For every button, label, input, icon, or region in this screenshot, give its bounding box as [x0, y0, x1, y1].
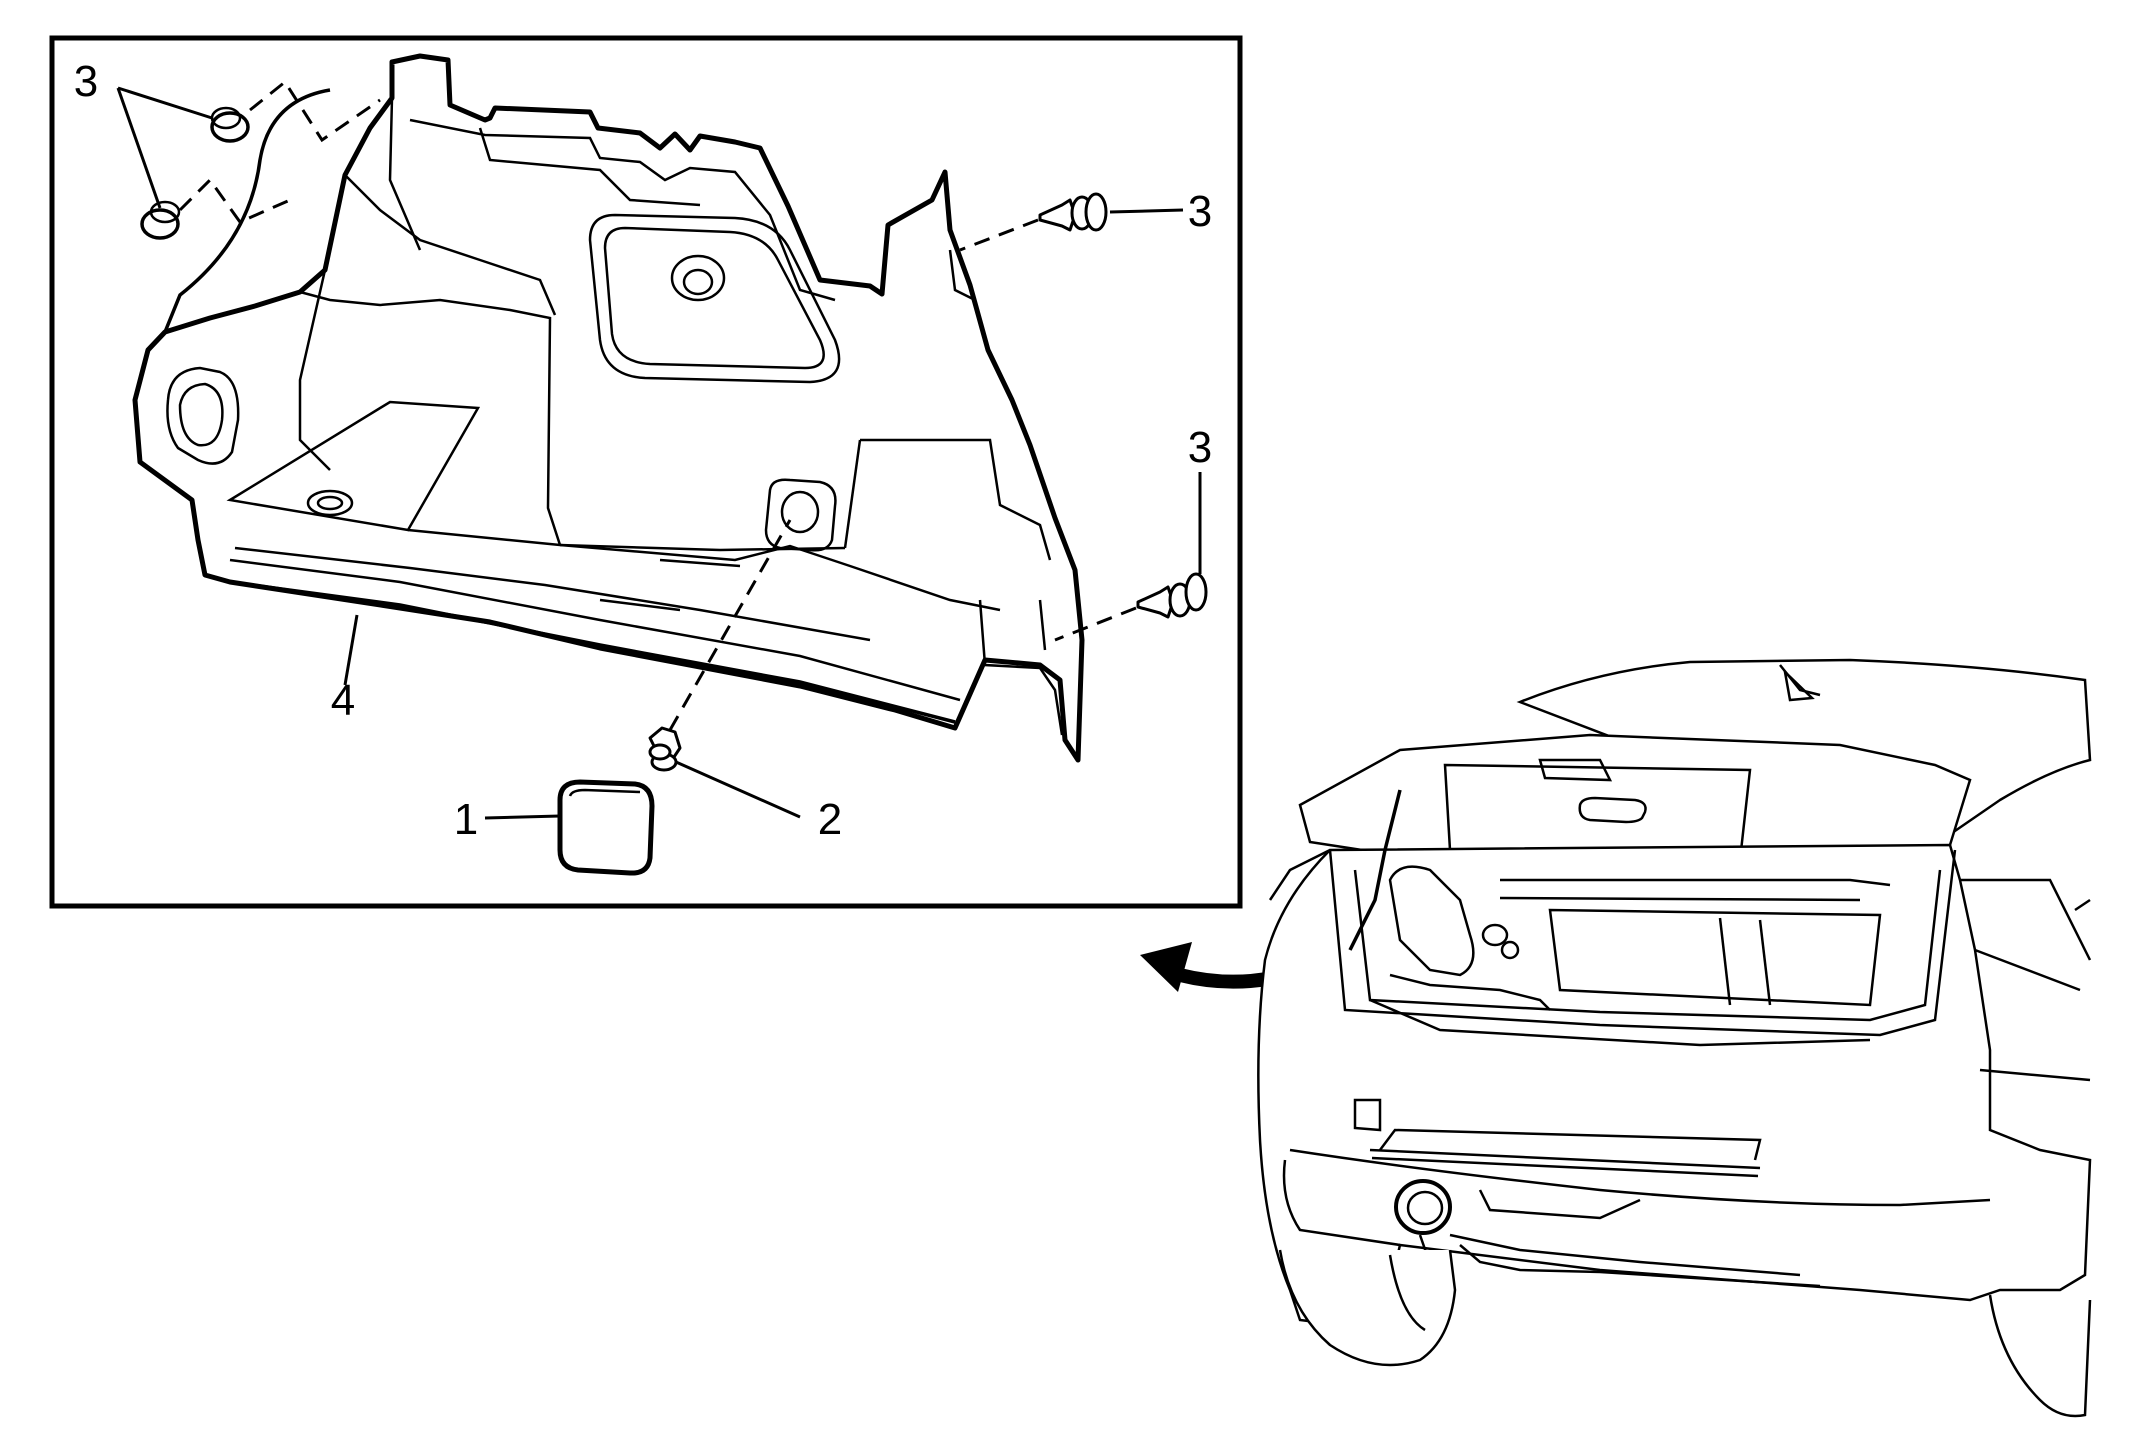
- callout-label-3-right-upper: 3: [1188, 187, 1212, 236]
- callout-label-3-upper-left: 3: [74, 57, 98, 106]
- access-cover: [557, 779, 655, 876]
- push-pin-fastener-upper-left-2: [140, 200, 181, 240]
- callout-label-2: 2: [818, 795, 842, 844]
- push-pin-fastener-right-lower: [1136, 572, 1208, 619]
- callout-label-3-right-lower: 3: [1188, 423, 1212, 472]
- install-line-clip: [668, 519, 792, 731]
- install-line-right-lower: [1054, 606, 1137, 642]
- leader-3a-2: [116, 87, 162, 209]
- trunk-side-trim-panel: [132, 53, 1085, 763]
- push-pin-fastener-upper-left-1: [210, 106, 250, 143]
- leader-3a-1: [117, 86, 213, 120]
- leader-4: [343, 614, 359, 686]
- leader-1: [484, 814, 561, 820]
- install-line-upper-left-1: [249, 79, 381, 143]
- push-pin-fastener-right-upper: [1038, 192, 1108, 232]
- vehicle-rear-view: [1257, 658, 2092, 1418]
- install-line-right-upper: [959, 218, 1039, 252]
- retainer-clip: [648, 726, 682, 772]
- callout-label-1: 1: [454, 795, 478, 844]
- leader-2: [675, 760, 801, 819]
- leader-3b: [1109, 208, 1184, 214]
- callout-label-4: 4: [331, 676, 355, 725]
- panel-edge-arc: [163, 88, 331, 333]
